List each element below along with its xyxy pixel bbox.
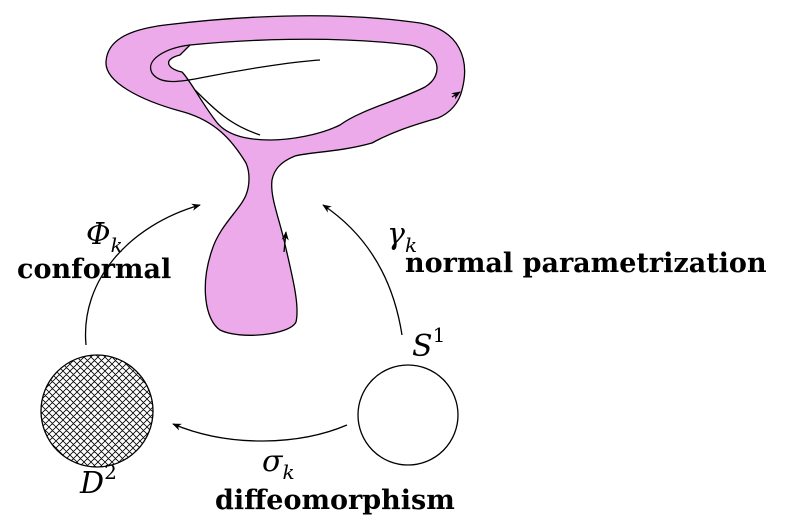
sigma-arrow [173, 424, 347, 441]
phi-label: Φk [86, 217, 123, 257]
diffeomorphism-label: diffeomorphism [215, 485, 455, 516]
immersed-surface [106, 16, 465, 336]
conformal-label: conformal [17, 254, 171, 285]
disk-label: D2 [79, 460, 117, 501]
disk [41, 355, 153, 467]
circle-label: S1 [412, 323, 445, 364]
normal-parametrization-label: normal parametrization [405, 248, 767, 279]
circle [358, 365, 458, 465]
sigma-label: σk [262, 444, 295, 484]
